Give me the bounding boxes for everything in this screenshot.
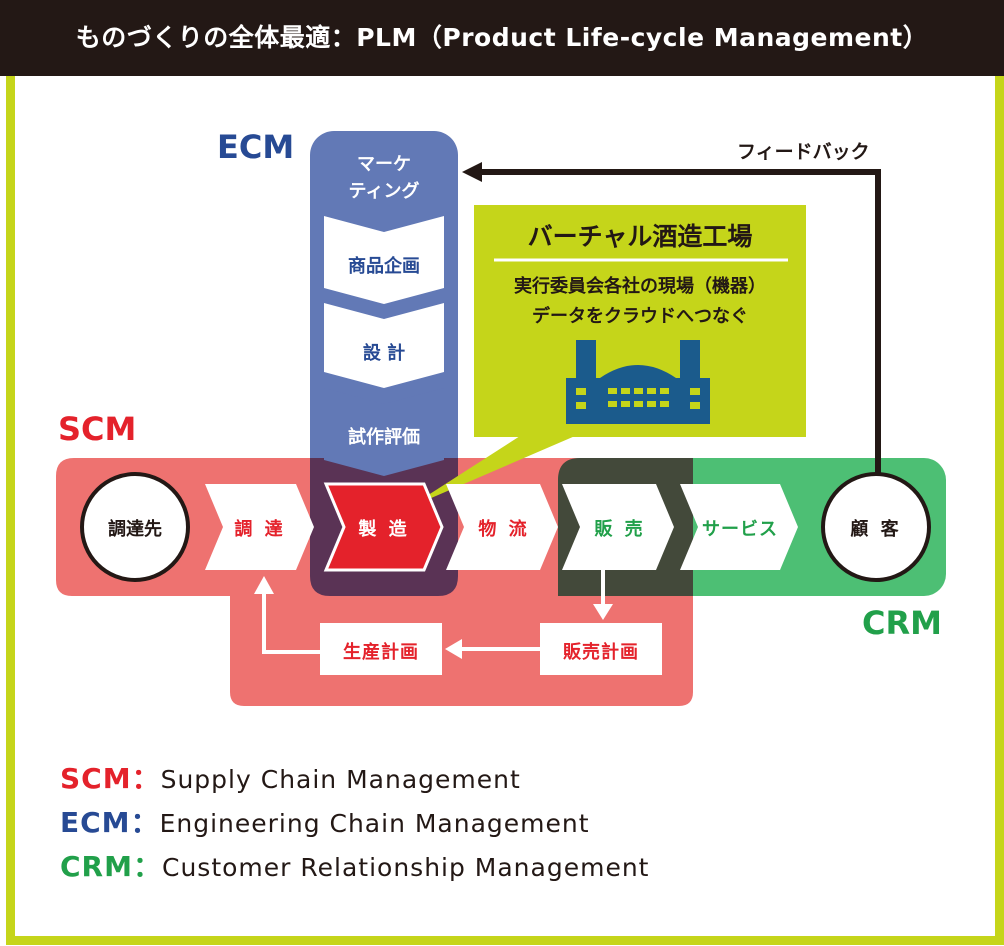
- supplier-label: 調達先: [108, 519, 162, 540]
- procurement-label: 調 達: [234, 519, 286, 540]
- ecm-step-marketing-1: マーケ: [357, 154, 411, 175]
- ecm-step-marketing-2: ティング: [348, 181, 420, 202]
- logistics-label: 物 流: [478, 519, 530, 540]
- sales-chevron: [562, 484, 674, 570]
- sales-plan-box: [540, 623, 662, 675]
- customer-label: 顧 客: [850, 519, 902, 540]
- procurement-chevron: [205, 484, 314, 570]
- ecm-step-shape: [324, 216, 444, 304]
- legend-scm: SCM：Supply Chain Management: [60, 757, 521, 797]
- callout-title: バーチャル酒造工場: [527, 222, 753, 251]
- page-title: ものづくりの全体最適：PLM（Product Life-cycle Manage…: [0, 0, 1004, 76]
- customer-circle: [821, 472, 931, 582]
- legend-crm-sep: ：: [132, 850, 162, 883]
- supplier-circle: [80, 472, 190, 582]
- feedback-arrow: [478, 169, 881, 480]
- scm-label: SCM: [58, 410, 137, 448]
- callout-line-2: データをクラウドへつなぐ: [532, 306, 748, 327]
- sales-plan-label: 販売計画: [563, 642, 639, 663]
- production-plan-box: [320, 623, 442, 675]
- callout-line-1: 実行委員会各社の現場（機器）: [514, 276, 766, 297]
- legend-ecm-text: Engineering Chain Management: [159, 809, 590, 838]
- service-label: サービス: [702, 519, 778, 540]
- logistics-chevron: [446, 484, 558, 570]
- manufacturing-label: 製 造: [358, 519, 410, 540]
- plan-to-procurement-arrow: [262, 592, 320, 654]
- legend-ecm: ECM：Engineering Chain Management: [60, 801, 590, 841]
- ecm-step-shape: [324, 303, 444, 388]
- sales-label: 販 売: [594, 519, 646, 540]
- legend-scm-sep: ：: [131, 762, 161, 795]
- feedback-arrowhead: [462, 162, 482, 182]
- diagram-frame: [6, 76, 1004, 945]
- ecm-step-prototype: 試作評価: [348, 427, 420, 448]
- crm-label: CRM: [862, 604, 942, 642]
- production-plan-label: 生産計画: [343, 642, 419, 663]
- legend-crm: CRM：Customer Relationship Management: [60, 845, 649, 885]
- feedback-label: フィードバック: [737, 141, 870, 163]
- manufacturing-chevron: [323, 482, 444, 572]
- legend-scm-text: Supply Chain Management: [160, 765, 521, 794]
- legend-ecm-sep: ：: [130, 806, 160, 839]
- factory-icon: [566, 340, 710, 424]
- legend-crm-text: Customer Relationship Management: [162, 853, 650, 882]
- legend-scm-abbr: SCM: [60, 762, 132, 795]
- plan-to-procurement-arrowhead: [254, 576, 274, 594]
- sales-to-plan-arrowhead: [593, 604, 613, 620]
- service-chevron: [680, 484, 798, 570]
- ecm-step-planning: 商品企画: [348, 256, 420, 277]
- ecm-step-shape: [324, 388, 444, 476]
- legend-ecm-abbr: ECM: [60, 806, 131, 839]
- plan-to-plan-arrowhead: [445, 639, 462, 659]
- legend-crm-abbr: CRM: [60, 850, 133, 883]
- ecm-step-design: 設 計: [362, 343, 406, 364]
- ecm-label: ECM: [217, 128, 295, 166]
